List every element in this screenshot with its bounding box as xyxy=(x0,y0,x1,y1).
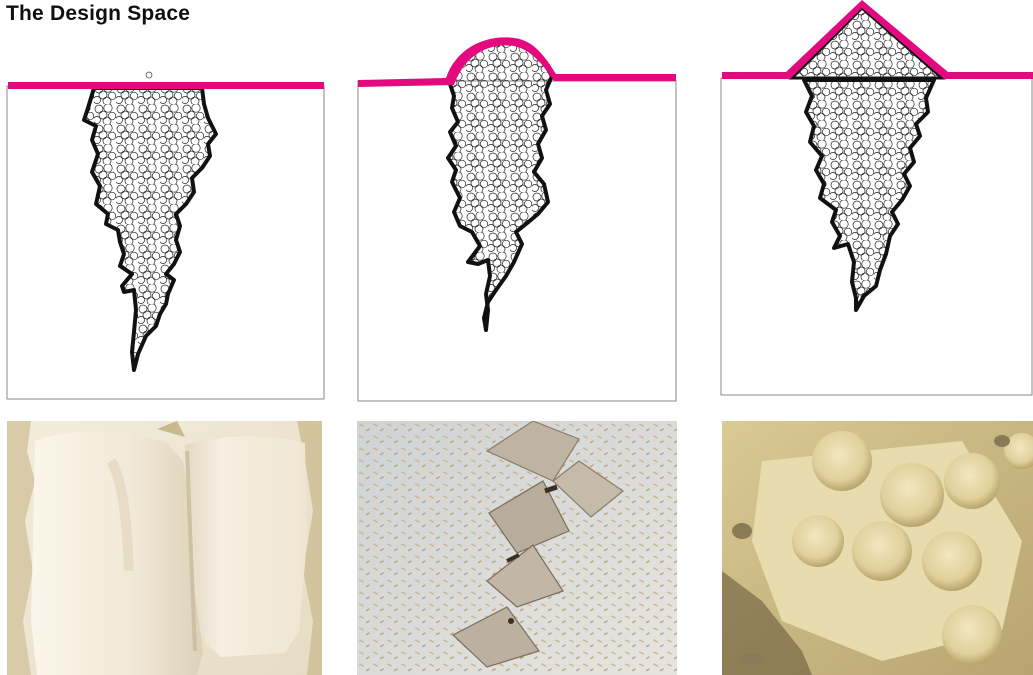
page-title: The Design Space xyxy=(6,2,190,26)
diagram-flat-skin xyxy=(6,64,326,400)
diagram-triangle-skin xyxy=(720,0,1033,396)
photo-yellow-mycelium xyxy=(722,421,1033,675)
triangle-cap xyxy=(792,8,942,78)
photo-white-mycelium xyxy=(7,421,322,675)
photo-grey-mycelium xyxy=(357,421,677,675)
diagram-dome-skin xyxy=(356,32,680,402)
skin-layer xyxy=(8,82,324,89)
